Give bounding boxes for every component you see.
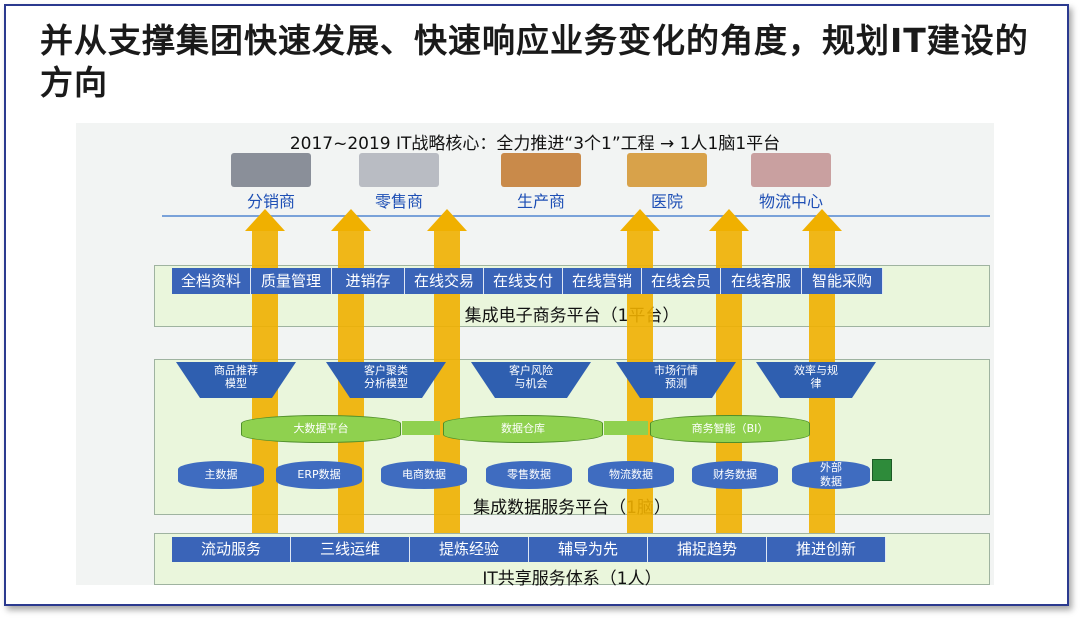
db-external: 外部 数据 xyxy=(792,461,870,489)
funnel-recommend: 商品推荐 模型 xyxy=(176,362,296,398)
gold-arrow-head xyxy=(709,209,749,231)
module-quality: 质量管理 xyxy=(251,268,332,294)
gold-arrow-head xyxy=(620,209,660,231)
architecture-diagram: 2017~2019 IT战略核心：全力推进“3个1”工程 → 1人1脑1平台 分… xyxy=(76,123,994,589)
funnel-efficiency: 效率与规 律 xyxy=(756,362,876,398)
hospital-icon xyxy=(627,153,707,187)
actor-retailer: 零售商 xyxy=(344,153,454,211)
data-platform-label: 集成数据服务平台（1脑） xyxy=(473,498,671,518)
service-coaching: 辅导为先 xyxy=(529,537,648,562)
double-arrow xyxy=(604,421,648,435)
module-full-profile: 全档资料 xyxy=(172,268,251,294)
actor-baseline xyxy=(162,215,990,217)
excel-icon xyxy=(872,459,892,481)
actor-distributor: 分销商 xyxy=(216,153,326,211)
actor-label: 物流中心 xyxy=(758,192,823,211)
service-trend: 捕捉趋势 xyxy=(648,537,767,562)
service-mobile: 流动服务 xyxy=(172,537,291,562)
actor-label: 分销商 xyxy=(246,192,295,211)
db-finance: 财务数据 xyxy=(692,461,778,489)
service-ops: 三线运维 xyxy=(291,537,410,562)
platform-label: 集成电子商务平台（1平台） xyxy=(464,306,680,326)
db-retail: 零售数据 xyxy=(486,461,572,489)
db-master: 主数据 xyxy=(178,461,264,489)
module-online-trade: 在线交易 xyxy=(405,268,484,294)
store-icon xyxy=(359,153,439,187)
gold-arrow-head xyxy=(802,209,842,231)
business-intelligence: 商务智能（BI） xyxy=(650,415,810,443)
bigdata-platform: 大数据平台 xyxy=(241,415,401,443)
actor-logistics: 物流中心 xyxy=(736,153,846,211)
actor-label: 零售商 xyxy=(374,192,423,211)
module-online-pay: 在线支付 xyxy=(484,268,563,294)
double-arrow xyxy=(402,421,440,435)
module-inventory: 进销存 xyxy=(332,268,405,294)
gold-arrow-head xyxy=(427,209,467,231)
funnel-market: 市场行情 预测 xyxy=(616,362,736,398)
module-online-service: 在线客服 xyxy=(721,268,802,294)
slide-title: 并从支撑集团快速发展、快速响应业务变化的角度，规划IT建设的方向 xyxy=(40,21,1029,102)
gold-arrow-head xyxy=(245,209,285,231)
db-logistics: 物流数据 xyxy=(588,461,674,489)
funnel-cluster: 客户聚类 分析模型 xyxy=(326,362,446,398)
service-label: IT共享服务体系（1人） xyxy=(482,569,662,589)
logistics-icon xyxy=(751,153,831,187)
db-ecommerce: 电商数据 xyxy=(381,461,467,489)
diagram-subtitle: 2017~2019 IT战略核心：全力推进“3个1”工程 → 1人1脑1平台 xyxy=(289,134,781,154)
funnel-risk: 客户风险 与机会 xyxy=(471,362,591,398)
service-experience: 提炼经验 xyxy=(410,537,529,562)
factory-icon xyxy=(501,153,581,187)
gold-arrow-head xyxy=(331,209,371,231)
db-erp: ERP数据 xyxy=(276,461,362,489)
module-online-marketing: 在线营销 xyxy=(563,268,642,294)
actor-label: 医院 xyxy=(650,192,683,211)
actor-manufacturer: 生产商 xyxy=(486,153,596,211)
module-online-member: 在线会员 xyxy=(642,268,721,294)
warehouse-icon xyxy=(231,153,311,187)
data-warehouse: 数据仓库 xyxy=(443,415,603,443)
service-innovation: 推进创新 xyxy=(767,537,886,562)
actor-hospital: 医院 xyxy=(612,153,722,211)
actor-label: 生产商 xyxy=(516,192,565,211)
module-smart-purchase: 智能采购 xyxy=(802,268,883,294)
